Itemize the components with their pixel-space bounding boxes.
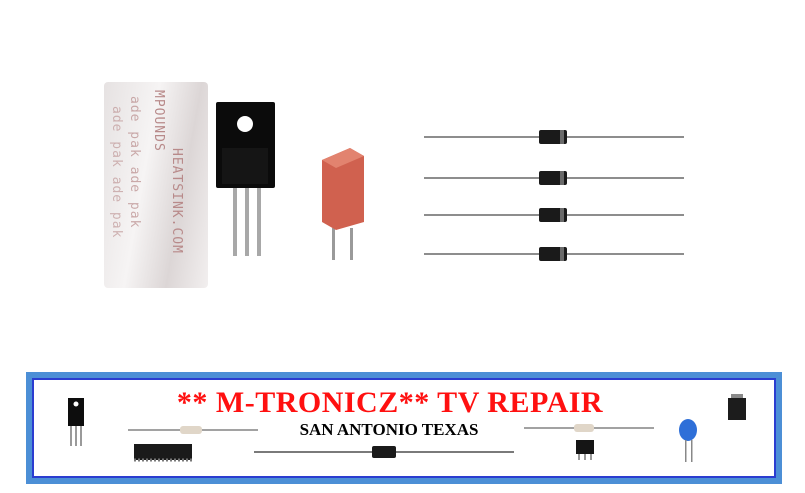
banner-parts-icons xyxy=(68,394,746,462)
diode xyxy=(424,247,684,261)
diode xyxy=(424,171,684,185)
banner-inner-frame: ** M-TRONICZ** TV REPAIR SAN ANTONIO TEX… xyxy=(32,378,776,478)
dip-chip-icon xyxy=(576,440,594,460)
ceramic-capacitor-icon xyxy=(679,419,697,462)
banner-title: ** M-TRONICZ** TV REPAIR xyxy=(176,386,604,419)
ic-chip-icon xyxy=(134,444,192,462)
components-illustration xyxy=(216,102,684,261)
smd-transistor-icon xyxy=(728,394,746,420)
resistor-icon xyxy=(524,424,654,432)
banner-subtitle: SAN ANTONIO TEXAS xyxy=(299,420,479,439)
film-capacitor xyxy=(322,148,364,260)
diode-icon xyxy=(254,446,514,458)
transistor-to220 xyxy=(216,102,275,256)
diode xyxy=(424,208,684,222)
shop-banner: ** M-TRONICZ** TV REPAIR SAN ANTONIO TEX… xyxy=(26,372,782,484)
small-transistor-icon xyxy=(68,398,84,446)
thermal-compound-packet: MPOUNDS HEATSINK.COM ade pak ade pak ade… xyxy=(104,82,208,288)
diode xyxy=(424,130,684,144)
resistor-icon xyxy=(128,426,258,434)
